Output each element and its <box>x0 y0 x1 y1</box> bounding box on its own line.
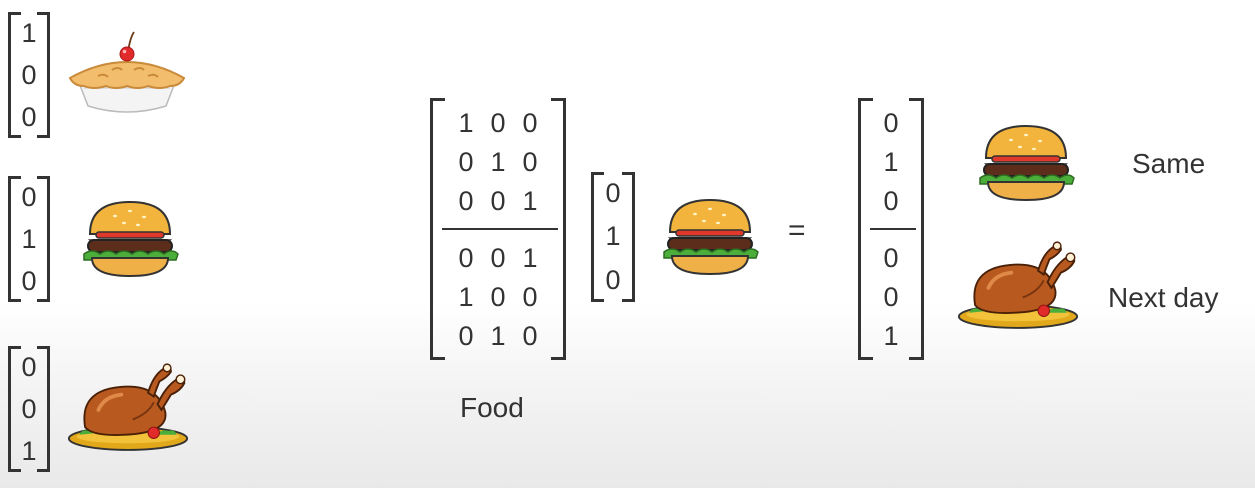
matrix-row: 1 0 0 <box>455 110 541 137</box>
roast-chicken-icon <box>66 360 190 456</box>
left-bracket <box>430 98 445 360</box>
pie-vector: 1 0 0 <box>8 12 50 138</box>
food-matrix: 1 0 0 0 1 0 0 0 1 0 0 1 1 0 0 0 1 0 <box>430 98 566 360</box>
left-bracket <box>8 346 21 472</box>
vector-cell: 0 <box>21 393 37 424</box>
same-label: Same <box>1132 148 1206 179</box>
matrix-cell: 1 <box>458 282 474 312</box>
vector-cell: 0 <box>21 265 37 296</box>
right-bracket <box>551 98 566 360</box>
vector-cell: 0 <box>21 101 37 132</box>
matrix-divider <box>442 228 558 230</box>
matrix-cell: 0 <box>458 321 474 351</box>
matrix-cell: 0 <box>522 108 538 138</box>
left-bracket <box>591 172 604 302</box>
vector-cell: 1 <box>605 221 621 252</box>
food-caption: Food <box>460 392 524 423</box>
vector-cell: 1 <box>21 223 37 254</box>
right-bracket <box>37 12 50 138</box>
matrix-row: 0 0 1 <box>455 188 541 215</box>
input-vector: 0 1 0 <box>591 172 635 302</box>
matrix-cell: 0 <box>490 186 506 216</box>
matrix-cell: 0 <box>522 147 538 177</box>
matrix-cell: 1 <box>490 321 506 351</box>
right-bracket <box>37 346 50 472</box>
vector-cell: 0 <box>21 181 37 212</box>
vector-cell: 0 <box>883 108 899 138</box>
vector-cell: 0 <box>883 282 899 312</box>
matrix-row: 1 0 0 <box>455 284 541 311</box>
cherry-pie-icon <box>62 26 192 116</box>
result-vector: 0 1 0 0 0 1 <box>858 98 924 360</box>
next-day-label: Next day <box>1108 282 1219 313</box>
left-bracket <box>858 98 873 360</box>
burger-icon <box>660 194 760 278</box>
left-bracket <box>8 12 21 138</box>
vector-cell: 1 <box>883 147 899 177</box>
vector-cell: 0 <box>605 264 621 295</box>
equals-sign: = <box>788 214 806 247</box>
matrix-cell: 0 <box>490 282 506 312</box>
matrix-cell: 0 <box>522 282 538 312</box>
matrix-cell: 0 <box>458 186 474 216</box>
vector-cell: 0 <box>605 178 621 209</box>
matrix-cell: 0 <box>458 147 474 177</box>
vector-cell: 1 <box>883 321 899 351</box>
burger-icon <box>976 120 1076 204</box>
vector-cell: 1 <box>21 435 37 466</box>
right-bracket <box>909 98 924 360</box>
matrix-cell: 1 <box>522 186 538 216</box>
roast-chicken-icon <box>956 238 1080 334</box>
right-bracket <box>37 176 50 302</box>
matrix-cell: 1 <box>522 243 538 273</box>
vector-cell: 0 <box>883 186 899 216</box>
result-divider <box>870 228 916 230</box>
burger-icon <box>80 196 180 280</box>
matrix-cell: 1 <box>490 147 506 177</box>
left-bracket <box>8 176 21 302</box>
matrix-cell: 0 <box>490 243 506 273</box>
matrix-cell: 0 <box>522 321 538 351</box>
vector-cell: 1 <box>21 17 37 48</box>
matrix-cell: 0 <box>458 243 474 273</box>
vector-cell: 0 <box>21 351 37 382</box>
matrix-cell: 1 <box>458 108 474 138</box>
chicken-vector: 0 0 1 <box>8 346 50 472</box>
matrix-row: 0 0 1 <box>455 245 541 272</box>
burger-vector: 0 1 0 <box>8 176 50 302</box>
matrix-row: 0 1 0 <box>455 149 541 176</box>
matrix-cell: 0 <box>490 108 506 138</box>
matrix-row: 0 1 0 <box>455 323 541 350</box>
vector-cell: 0 <box>883 243 899 273</box>
vector-cell: 0 <box>21 59 37 90</box>
right-bracket <box>622 172 635 302</box>
